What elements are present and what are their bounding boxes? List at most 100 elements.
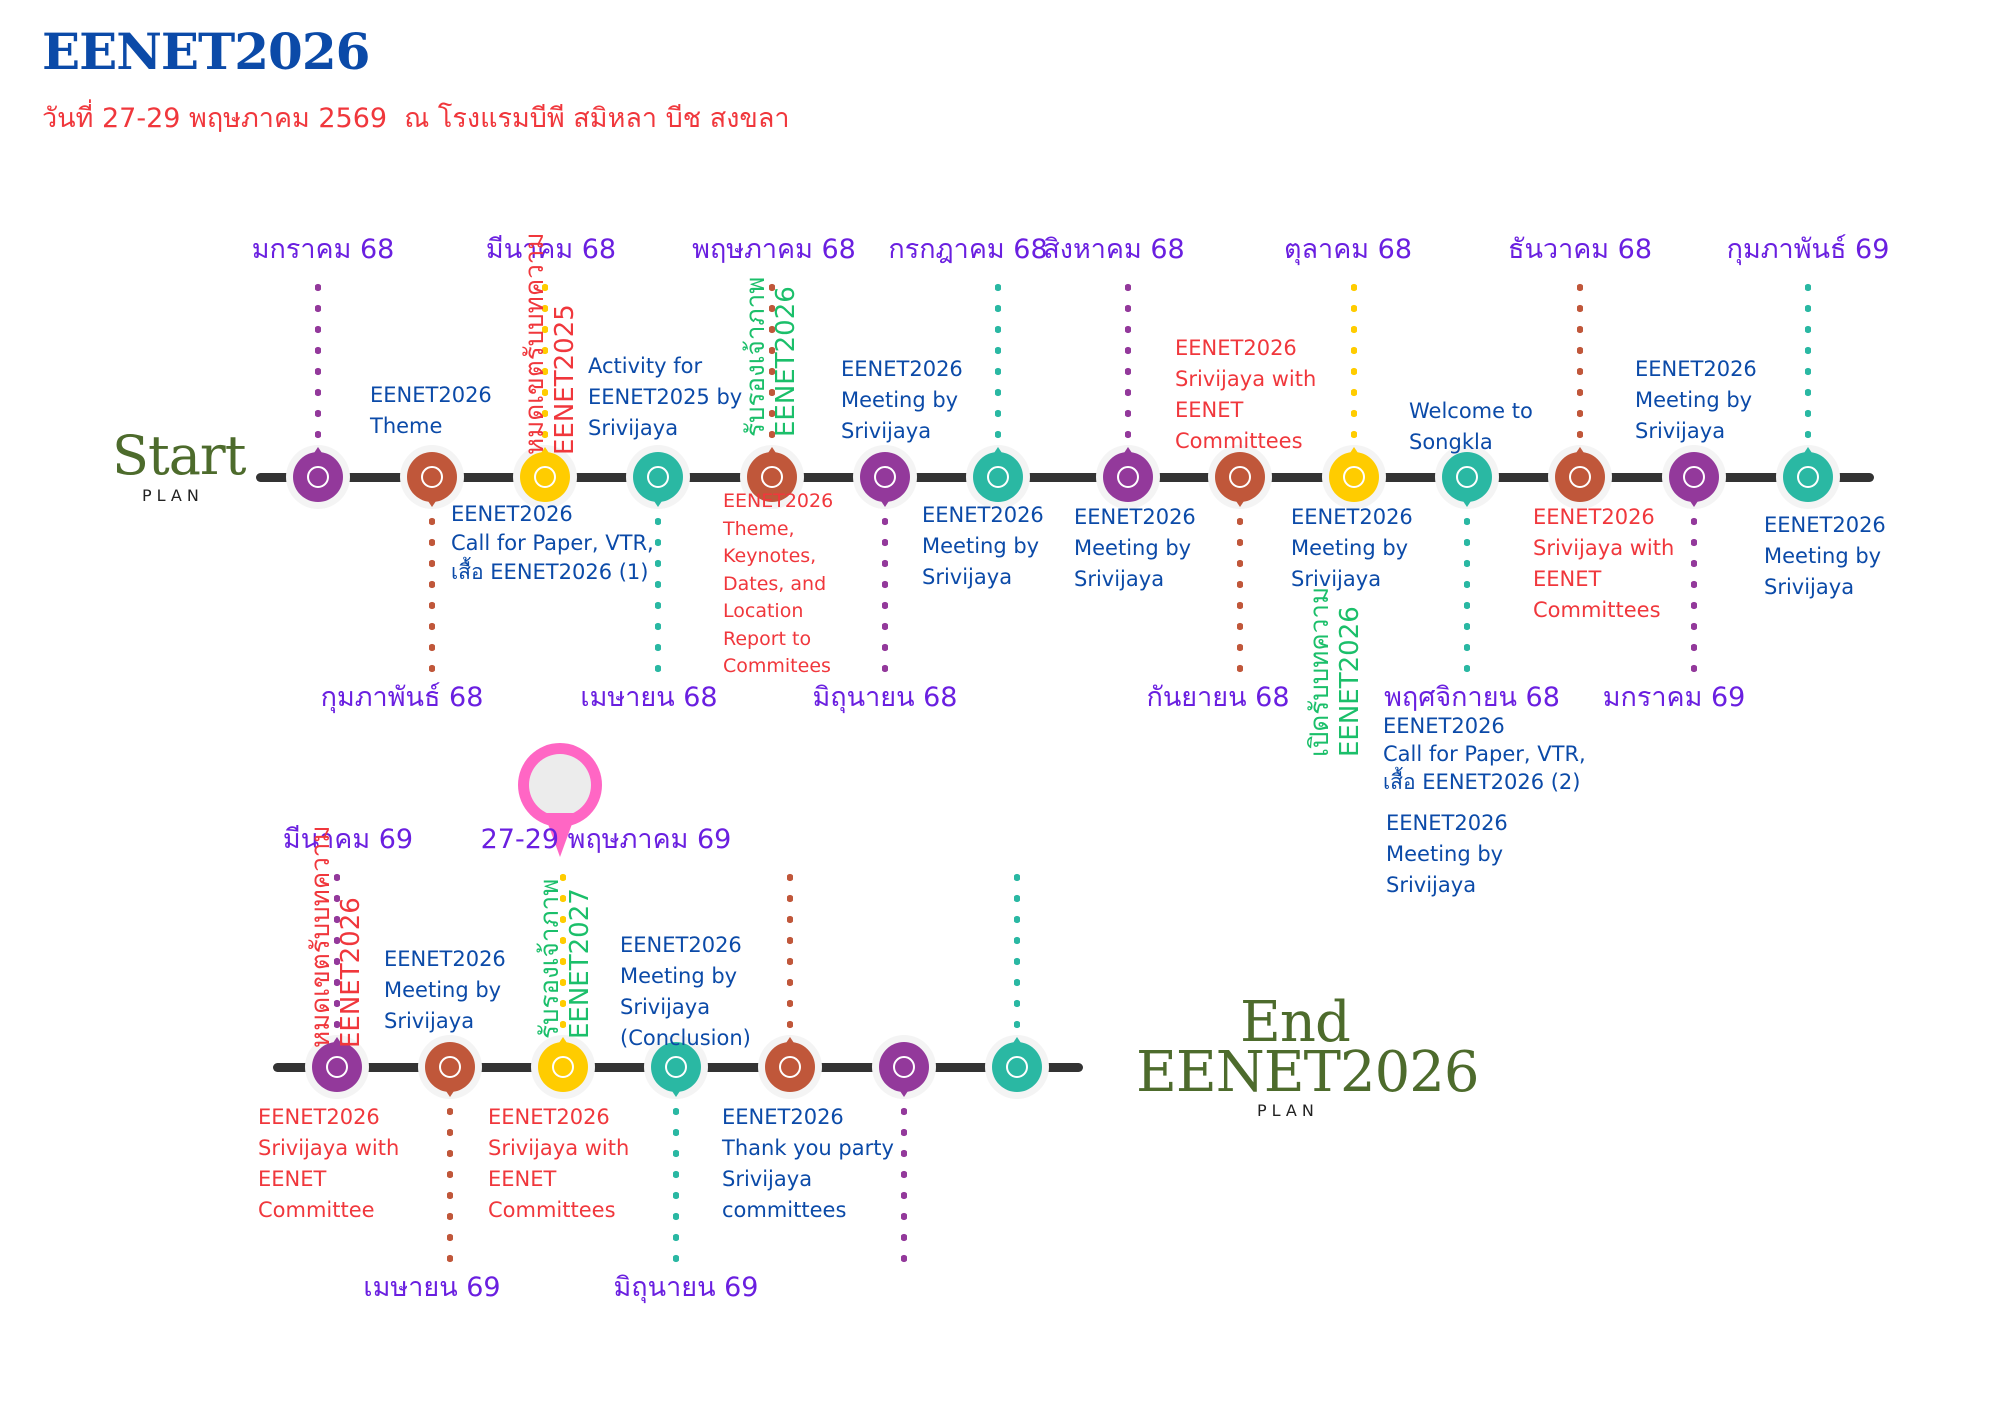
bottom-node-4: [765, 1037, 815, 1092]
circle-icon: [987, 466, 1009, 488]
circle-icon: [552, 1056, 574, 1078]
node-pointer-icon: [1236, 501, 1244, 507]
top-node-2: [520, 447, 570, 502]
top-connector-9: [1351, 277, 1357, 447]
node-pointer-icon: [786, 1037, 794, 1043]
circle-icon: [421, 466, 443, 488]
top-connector-2: [542, 277, 548, 447]
top-connector-8: [1237, 511, 1243, 681]
circle-icon: [307, 466, 329, 488]
node-pointer-icon: [1350, 447, 1358, 453]
circle-icon: [665, 1056, 687, 1078]
event-call-for-paper-2: EENET2026 Call for Paper, VTR, เสื้อ EEN…: [1383, 714, 1586, 794]
top-node-4: [747, 447, 797, 502]
location-pin-tail: [544, 813, 576, 857]
top-connector-12: [1691, 511, 1697, 681]
top-node-12: [1669, 452, 1719, 507]
bottom-node-3: [651, 1042, 701, 1097]
event-meeting-conclusion: EENET2026 Meeting by Srivijaya (Conclusi…: [620, 933, 751, 1050]
end-plan-label: PLAN: [1257, 1101, 1319, 1120]
node-pointer-icon: [1124, 447, 1132, 453]
node-pointer-icon: [1690, 501, 1698, 507]
event-meeting-mar69: EENET2026 Meeting by Srivijaya: [384, 947, 506, 1033]
top-node-8: [1215, 452, 1265, 507]
node-pointer-icon: [1804, 447, 1812, 453]
bottom-connector-0: [334, 867, 340, 1037]
event-committee-apr69: EENET2026 Srivijaya with EENET Committee…: [488, 1105, 630, 1222]
event-meeting-feb69: EENET2026 Meeting by Srivijaya: [1764, 513, 1886, 599]
top-connector-10: [1464, 511, 1470, 681]
top-connector-13: [1805, 277, 1811, 447]
top-node-13: [1783, 447, 1833, 502]
top-month-label-12: มกราคม 69: [1602, 682, 1746, 713]
top-connector-3: [655, 511, 661, 681]
node-pointer-icon: [900, 1091, 908, 1097]
top-month-label-8: กันยายน 68: [1146, 682, 1290, 713]
top-node-6: [973, 447, 1023, 502]
bottom-month-label-3: มิถุนายน 69: [613, 1272, 759, 1303]
circle-icon: [439, 1056, 461, 1078]
timeline-top-line: [256, 473, 1874, 482]
circle-icon: [326, 1056, 348, 1078]
event-committee-mar69: EENET2026 Srivijaya with EENET Committee: [258, 1105, 400, 1222]
circle-icon: [761, 466, 783, 488]
event-committee-dec68: EENET2026 Srivijaya with EENET Committee…: [1533, 505, 1675, 622]
top-month-label-7: สิงหาคม 68: [1043, 234, 1185, 265]
top-connector-4: [769, 277, 775, 447]
bottom-connector-1: [447, 1101, 453, 1271]
event-meeting-jun68: EENET2026 Meeting by Srivijaya: [841, 357, 963, 443]
node-pointer-icon: [1013, 1037, 1021, 1043]
start-plan-label: PLAN: [142, 486, 204, 505]
circle-icon: [1797, 466, 1819, 488]
top-node-11: [1555, 447, 1605, 502]
event-deadline-eenet2026: หมดเขตรับบทความ EENET2026: [306, 825, 366, 1048]
node-pointer-icon: [768, 447, 776, 453]
start-label: Start: [112, 424, 246, 487]
event-deadline-eenet2025: หมดเขตรับบทความ EENET2025: [520, 232, 580, 455]
top-month-label-5: มิถุนายน 68: [812, 682, 958, 713]
event-open-submission: เปิดรับบทความ EENET2026: [1305, 586, 1365, 757]
circle-icon: [1456, 466, 1478, 488]
top-connector-11: [1577, 277, 1583, 447]
event-meeting-jul68: EENET2026 Meeting by Srivijaya: [922, 503, 1044, 589]
top-node-5: [860, 452, 910, 507]
top-connector-1: [429, 511, 435, 681]
event-meeting-oct68: EENET2026 Meeting by Srivijaya: [1291, 505, 1413, 591]
bottom-node-0: [312, 1037, 362, 1092]
end-label: End: [1240, 990, 1351, 1055]
circle-icon: [647, 466, 669, 488]
top-month-label-4: พฤษภาคม 68: [692, 234, 856, 265]
bottom-connector-3: [673, 1101, 679, 1271]
event-theme-report: EENET2026 Theme, Keynotes, Dates, and Lo…: [723, 490, 834, 677]
bottom-node-2: [538, 1037, 588, 1092]
event-meeting-jan69: EENET2026 Meeting by Srivijaya: [1635, 357, 1757, 443]
top-month-label-0: มกราคม 68: [251, 234, 395, 265]
top-month-label-10: พฤศจิกายน 68: [1384, 682, 1560, 713]
circle-icon: [1117, 466, 1139, 488]
circle-icon: [893, 1056, 915, 1078]
bottom-month-label-0: มีนาคม 69: [282, 824, 414, 855]
node-pointer-icon: [994, 447, 1002, 453]
top-month-label-1: กุมภาพันธ์ 68: [320, 682, 484, 713]
event-meeting-aug68: EENET2026 Meeting by Srivijaya: [1074, 505, 1196, 591]
circle-icon: [1229, 466, 1251, 488]
bottom-connector-4: [787, 867, 793, 1037]
node-pointer-icon: [333, 1037, 341, 1043]
top-month-label-2: มีนาคม 68: [485, 234, 617, 265]
node-pointer-icon: [881, 501, 889, 507]
event-date-venue: วันที่ 27-29 พฤษภาคม 2569 ณ โรงแรมบีพี ส…: [42, 103, 790, 134]
event-welcome-songkla: Welcome to Songkla: [1409, 399, 1533, 454]
bottom-connector-5: [901, 1101, 907, 1271]
event-host-eenet2027: รับรองเจ้าภาพ EENET2027: [535, 878, 595, 1039]
top-node-7: [1103, 447, 1153, 502]
top-month-label-6: กรกฎาคม 68: [888, 234, 1048, 265]
bottom-connector-6: [1014, 867, 1020, 1037]
node-pointer-icon: [559, 1037, 567, 1043]
top-node-0: [293, 447, 343, 502]
top-connector-5: [882, 511, 888, 681]
top-node-3: [633, 452, 683, 507]
bottom-connector-2: [560, 867, 566, 1037]
circle-icon: [874, 466, 896, 488]
event-thank-you-party: EENET2026 Thank you party Srivijaya comm…: [722, 1105, 894, 1222]
top-connector-7: [1125, 277, 1131, 447]
